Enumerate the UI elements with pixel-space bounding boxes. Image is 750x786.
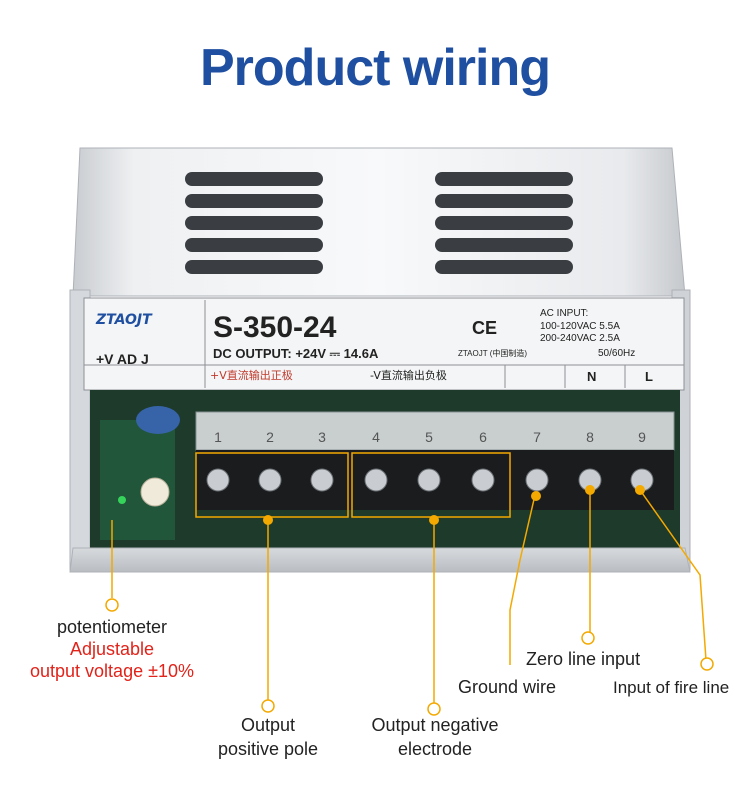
ac-input: AC INPUT: (540, 308, 588, 319)
vent-slots (185, 172, 573, 274)
output-voltage-label: output voltage ±10% (30, 661, 194, 681)
adj-label: +V AD J (96, 351, 149, 367)
frequency: 50/60Hz (598, 348, 635, 359)
potentiometer-knob (140, 477, 170, 507)
neutral-label: N (587, 369, 596, 384)
terminal-number: 9 (638, 429, 646, 445)
label-plate (83, 297, 685, 391)
marker-rings (105, 598, 714, 716)
dc-output-spec: DC OUTPUT: +24V ⎓ 14.6A (213, 346, 379, 361)
potentiometer-label: potentiometer (56, 617, 168, 637)
casing-bottom (69, 547, 691, 573)
fire-line-label: Input of fire line (613, 678, 730, 697)
leader-lines (111, 489, 707, 703)
terminal-number: 4 (372, 429, 380, 445)
terminal-number: 8 (586, 429, 594, 445)
negative-output-label: -V直流输出负极 (370, 368, 447, 382)
ac-range-2: 200-240VAC 2.5A (540, 333, 620, 344)
terminal-numbers: 1 2 3 4 5 6 7 8 9 (214, 429, 646, 445)
positive-output-label: +V直流输出正极 (210, 368, 293, 382)
zero-line-label: Zero line input (526, 649, 641, 669)
terminal-number: 2 (266, 429, 274, 445)
maker-label: ZTAOJT (中国制造) (458, 348, 527, 358)
terminal-number: 6 (479, 429, 487, 445)
ac-range-1: 100-120VAC 5.5A (540, 321, 620, 332)
model-number: S-350-24 (213, 311, 337, 344)
output-positive-label-1: Output (240, 715, 296, 735)
output-negative-label-2: electrode (397, 739, 473, 759)
terminal-number: 7 (533, 429, 541, 445)
terminal-number: 5 (425, 429, 433, 445)
terminal-cover (195, 411, 675, 451)
marker-dots (263, 485, 645, 525)
output-negative-label-1: Output negative (371, 715, 499, 735)
casing-top (72, 147, 686, 297)
terminal-number: 1 (214, 429, 222, 445)
output-positive-label-2: positive pole (217, 739, 319, 759)
brand-logo: ZTAOJT (95, 312, 153, 328)
ce-mark: CE (472, 318, 497, 338)
adjustable-label: Adjustable (69, 639, 155, 659)
live-label: L (645, 369, 653, 384)
page-title: Product wiring (200, 39, 551, 97)
ground-wire-label: Ground wire (458, 677, 557, 697)
terminal-screws (206, 468, 654, 492)
terminal-number: 3 (318, 429, 326, 445)
